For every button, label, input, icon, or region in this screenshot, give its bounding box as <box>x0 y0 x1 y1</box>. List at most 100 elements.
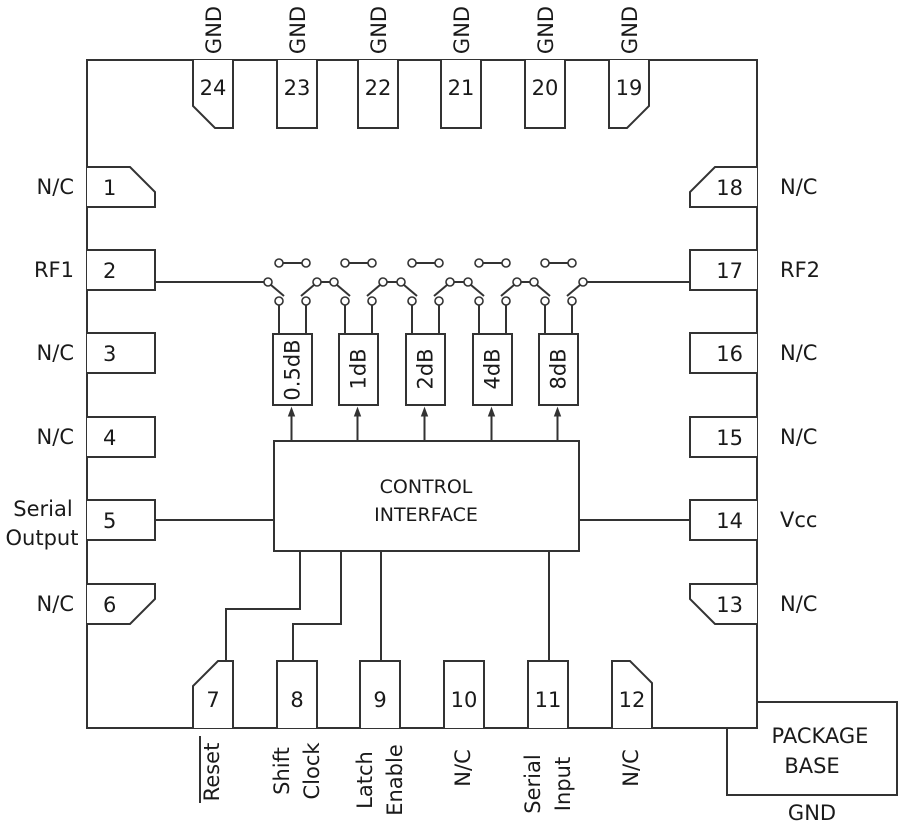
pin-number: 12 <box>619 688 646 712</box>
switch-node <box>407 258 417 268</box>
pin-label-line-1: Latch <box>353 751 377 809</box>
attenuator-block <box>405 333 446 406</box>
pin-pad <box>689 583 757 625</box>
attenuator-label: 1dB <box>347 348 371 389</box>
switch-pole <box>396 277 406 287</box>
switch-arm <box>470 284 485 297</box>
pin-18: 18 N/C <box>689 166 817 208</box>
pin-pad <box>357 60 399 129</box>
attenuator-label: 0.5dB <box>281 339 305 400</box>
pin-number: 21 <box>448 76 475 100</box>
switch-contact <box>367 296 377 306</box>
switch-contact <box>501 296 511 306</box>
pin-number: 4 <box>103 426 116 450</box>
package-base: PACKAGE BASE GND <box>726 701 898 825</box>
switch-arm <box>300 284 315 297</box>
pin-pad <box>689 332 757 374</box>
pin-label-line-2: Output <box>6 526 79 550</box>
pin-4: 4N/C <box>37 416 156 458</box>
pin-number: 14 <box>716 509 743 533</box>
pin-label: GND <box>202 6 226 54</box>
attenuator-stage-1: 0.5dB <box>263 258 322 441</box>
pin-label: N/C <box>451 749 475 786</box>
pin-label: Reset <box>200 743 224 802</box>
attenuator-label: 8dB <box>547 348 571 389</box>
pin-label: N/C <box>780 341 817 365</box>
pin-pad <box>689 166 757 208</box>
pin-label: N/C <box>37 175 74 199</box>
pin-number: 19 <box>616 76 643 100</box>
switch-pole <box>463 277 473 287</box>
switch-contact <box>340 296 350 306</box>
pin-number: 23 <box>284 76 311 100</box>
pin-pad <box>611 660 653 728</box>
switch-pole <box>529 277 539 287</box>
switch-contact <box>434 296 444 306</box>
pin-3: 3N/C <box>37 332 156 374</box>
pin-14: 14 Vcc <box>689 499 817 541</box>
pin-number: 1 <box>103 176 116 200</box>
attenuator-block <box>272 333 313 406</box>
switch-arm <box>536 284 551 297</box>
pin-label: N/C <box>37 341 74 365</box>
pin-pad <box>608 60 650 129</box>
pin-label-line-1: Serial <box>521 754 545 813</box>
pin-16: 16 N/C <box>689 332 817 374</box>
attenuator-label: 2dB <box>414 348 438 389</box>
control-interface-block <box>273 440 580 552</box>
package-base-gnd-label: GND <box>788 801 836 825</box>
pin-label: N/C <box>780 175 817 199</box>
pin-pad <box>87 499 156 541</box>
switch-node <box>274 258 284 268</box>
pin-label: N/C <box>619 749 643 786</box>
pins: 24GND23GND22GND21GND20GND19GND1N/C2RF13N… <box>6 6 821 816</box>
switch-contact <box>301 296 311 306</box>
pin-number: 16 <box>716 342 743 366</box>
switch-pole <box>445 277 455 287</box>
pin-label: GND <box>534 6 558 54</box>
control-interface-line-2: INTERFACE <box>374 504 478 526</box>
package-base-line-2: BASE <box>784 754 839 778</box>
pin-pad <box>87 583 156 625</box>
attenuator-label: 4dB <box>481 348 505 389</box>
pin-pad <box>87 332 156 374</box>
arrow-head-icon <box>287 406 296 417</box>
pin-label: N/C <box>780 592 817 616</box>
pin-label-line-2: Clock <box>300 742 324 800</box>
switch-contact <box>540 296 550 306</box>
pin-pad <box>87 416 156 458</box>
attenuator-block <box>338 333 379 406</box>
attenuator-block <box>472 333 513 406</box>
pin-label: Vcc <box>780 508 817 532</box>
attenuator-stage-2: 1dB <box>329 258 388 441</box>
switch-node <box>567 258 577 268</box>
pin-label: GND <box>618 6 642 54</box>
pin-number: 20 <box>532 76 559 100</box>
switch-contact <box>407 296 417 306</box>
pin-number: 9 <box>373 688 386 712</box>
pin-pad <box>192 660 234 728</box>
switch-node <box>540 258 550 268</box>
pin-number: 2 <box>103 259 116 283</box>
pin-pad <box>689 416 757 458</box>
arrow-head-icon <box>420 406 429 417</box>
pin-label: N/C <box>780 425 817 449</box>
pin-pad <box>192 60 234 129</box>
switch-node <box>501 258 511 268</box>
switch-contact <box>474 296 484 306</box>
pin-label: GND <box>450 6 474 54</box>
pin-number: 10 <box>451 688 478 712</box>
pin-number: 18 <box>716 176 743 200</box>
pin-label: RF1 <box>34 258 74 282</box>
pin-label: N/C <box>37 592 74 616</box>
pin-2: 2 RF1 <box>34 249 156 291</box>
switch-contact <box>567 296 577 306</box>
arrow-head-icon <box>487 406 496 417</box>
